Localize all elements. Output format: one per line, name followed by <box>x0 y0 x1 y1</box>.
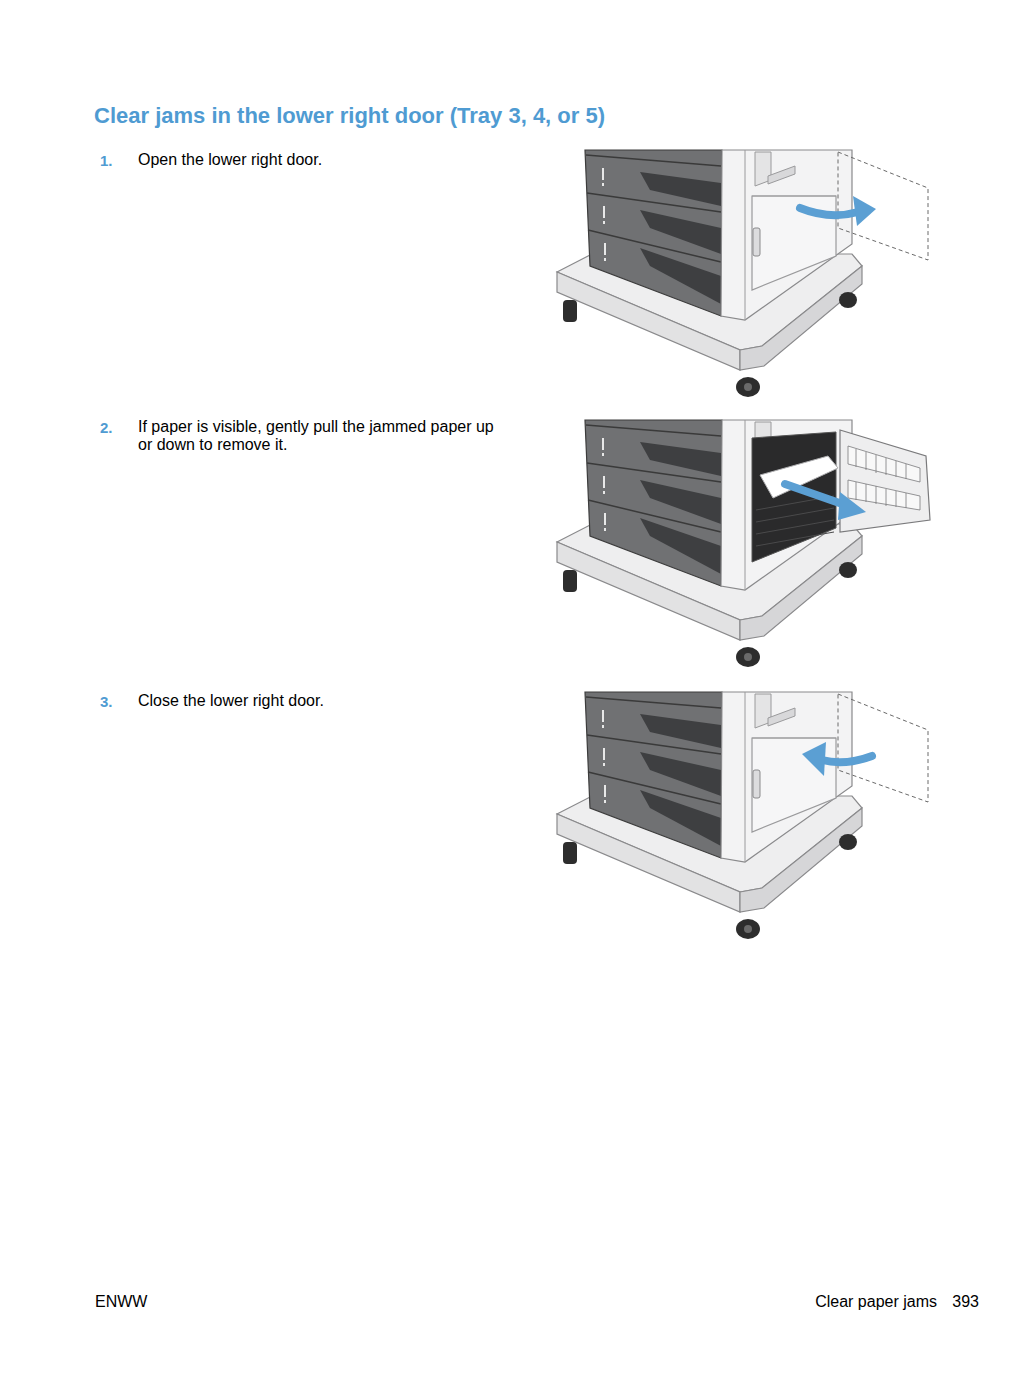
footer-code: ENWW <box>95 1293 147 1311</box>
step-number: 3. <box>100 693 113 710</box>
step-text: Open the lower right door. <box>138 151 508 169</box>
step-text: Close the lower right door. <box>138 692 508 710</box>
close-door-figure <box>557 692 928 939</box>
step-number: 2. <box>100 419 113 436</box>
page-number: 393 <box>952 1293 979 1311</box>
footer-section: Clear paper jams <box>815 1293 937 1311</box>
step-text: If paper is visible, gently pull the jam… <box>138 418 500 455</box>
remove-paper-figure <box>557 420 930 667</box>
open-door-figure <box>557 150 928 397</box>
page-title: Clear jams in the lower right door (Tray… <box>94 103 605 128</box>
step-number: 1. <box>100 152 113 169</box>
